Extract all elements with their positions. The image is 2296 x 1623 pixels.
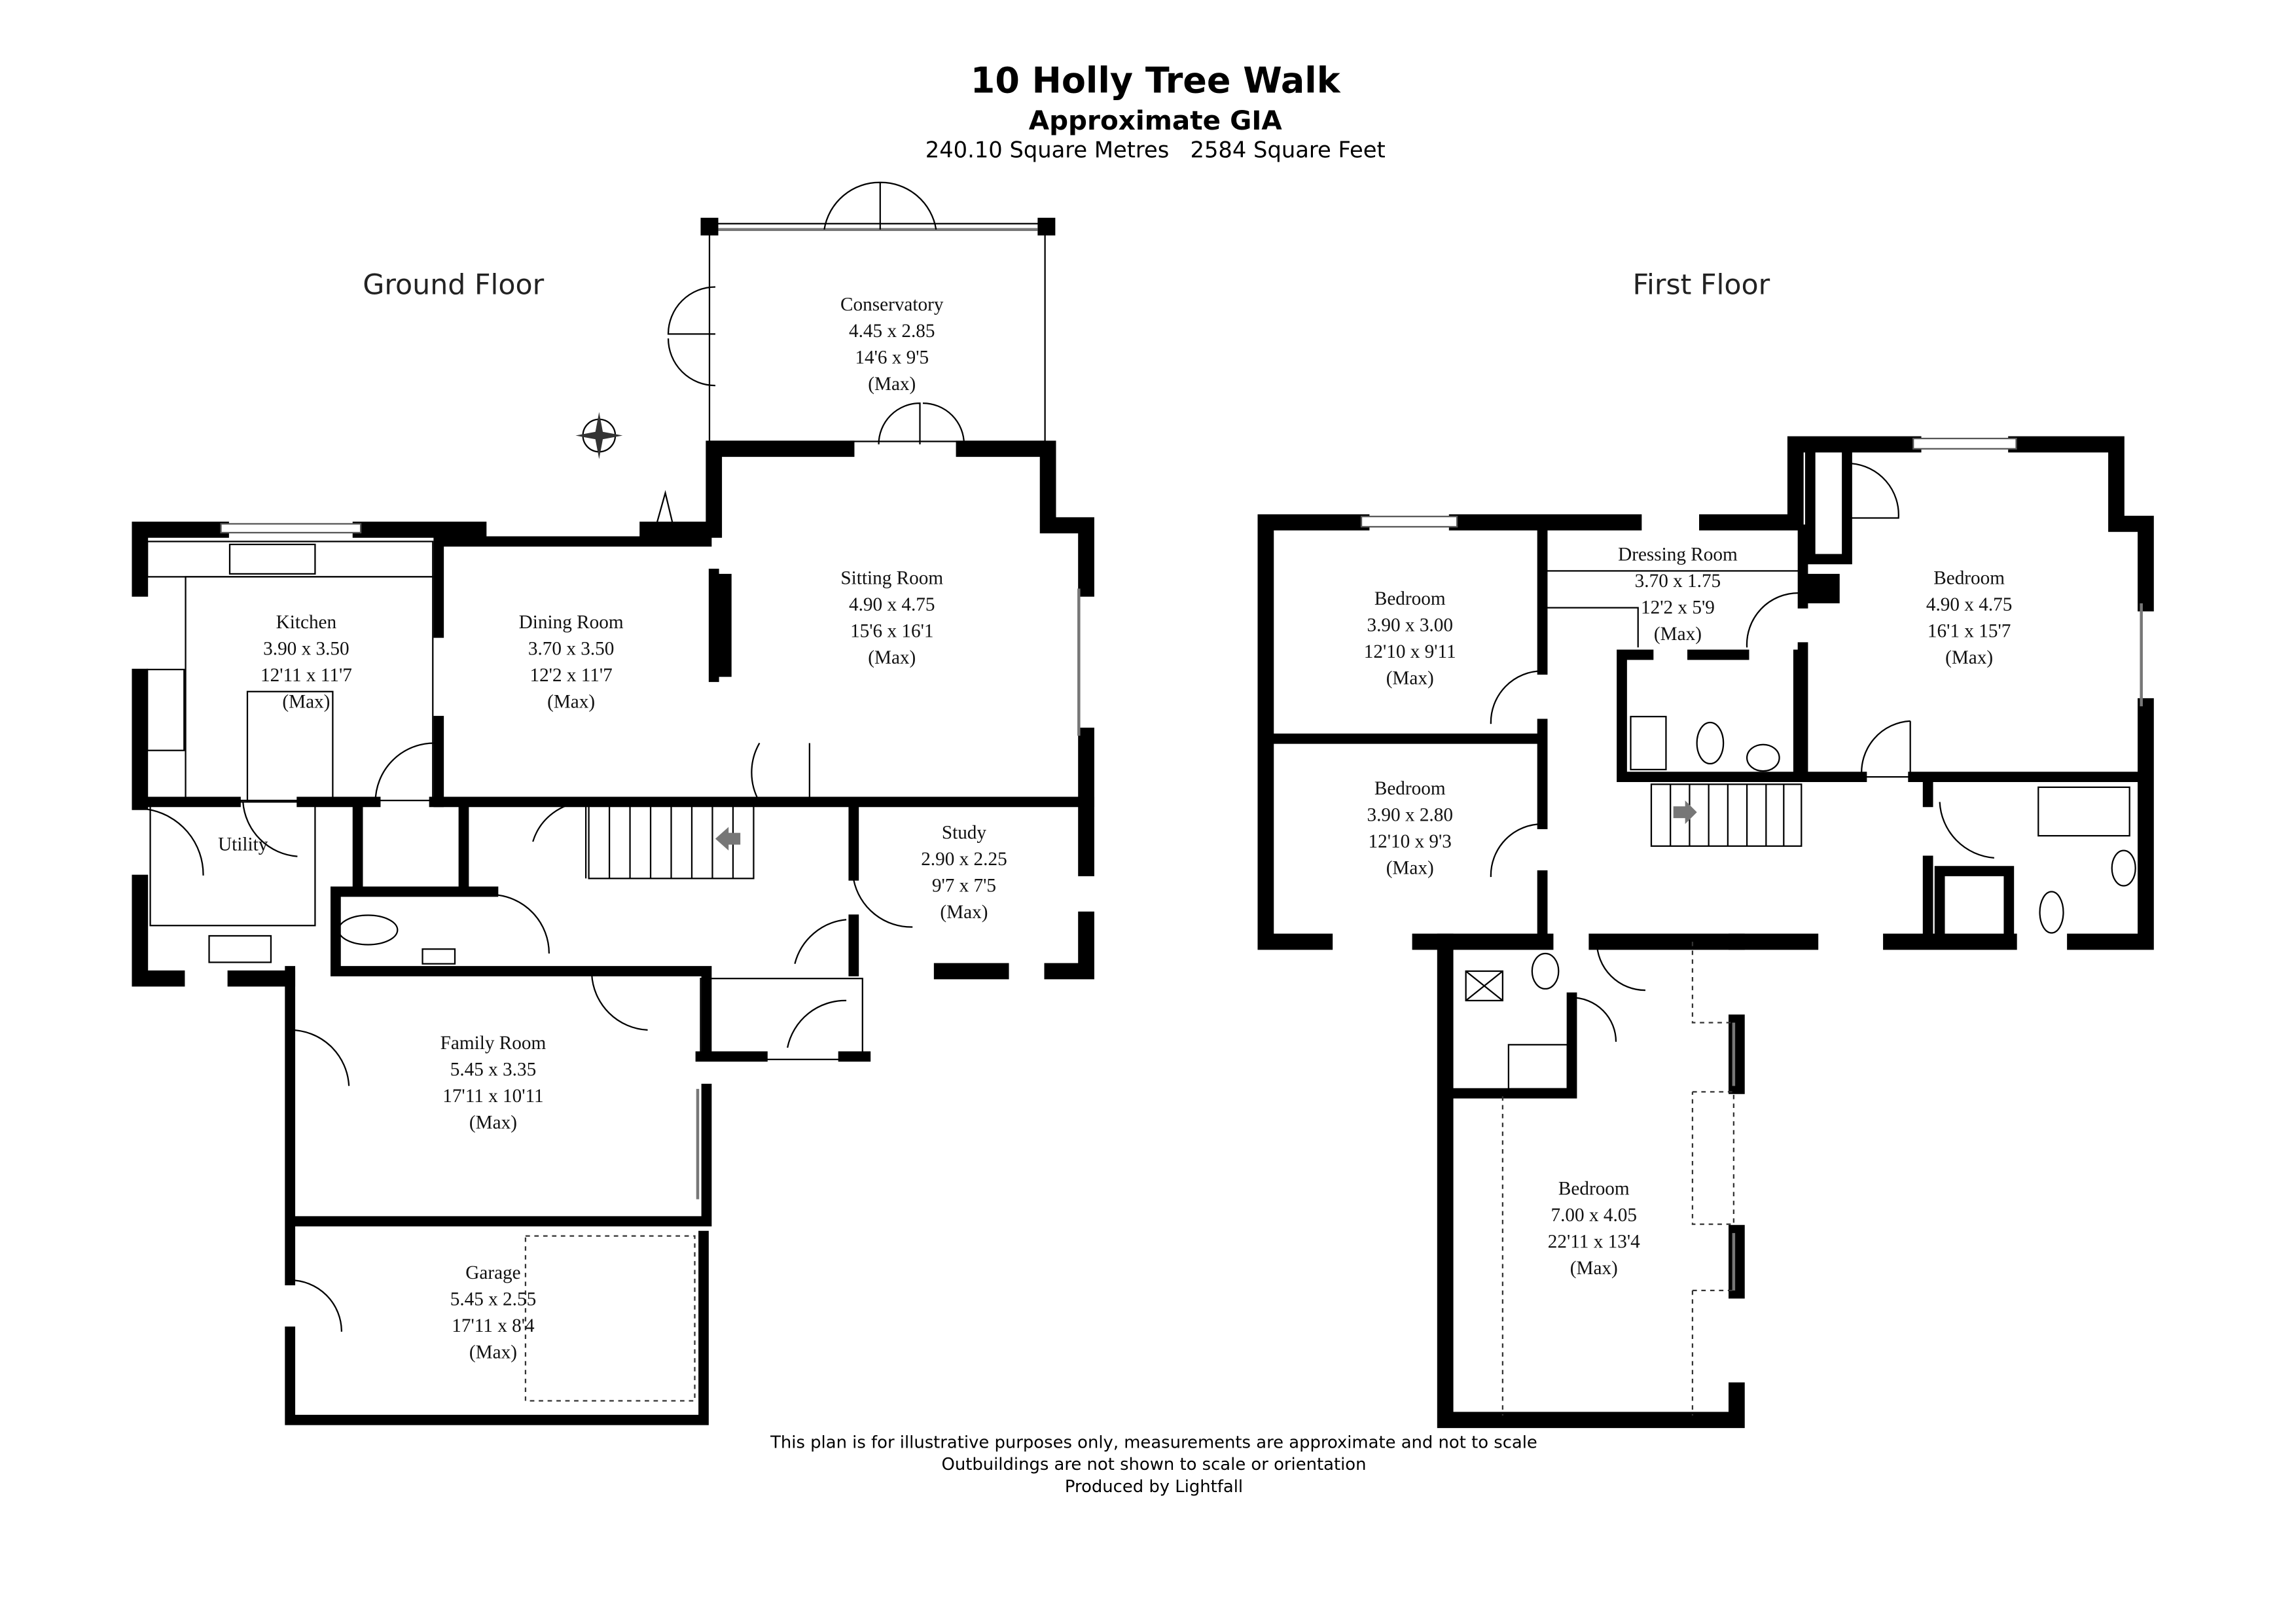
room-bedroom-3: Bedroom 4.90 x 4.75 16'1 x 15'7 (Max) [1926, 568, 2012, 668]
svg-text:(Max): (Max) [1945, 647, 1993, 668]
first-floor-label: First Floor [1633, 269, 1770, 302]
svg-text:Conservatory: Conservatory [840, 294, 944, 315]
plan-title: 10 Holly Tree Walk [971, 60, 1341, 101]
svg-text:7.00 x 4.05: 7.00 x 4.05 [1551, 1205, 1637, 1226]
room-bedroom-4: Bedroom 7.00 x 4.05 22'11 x 13'4 (Max) [1548, 1179, 1640, 1279]
svg-text:Dressing Room: Dressing Room [1618, 544, 1738, 565]
room-study: Study 2.90 x 2.25 9'7 x 7'5 (Max) [921, 823, 1007, 923]
svg-text:17'11 x 8'4: 17'11 x 8'4 [452, 1315, 535, 1336]
svg-text:(Max): (Max) [868, 374, 916, 395]
svg-text:Bedroom: Bedroom [1374, 588, 1446, 609]
svg-text:12'2 x 11'7: 12'2 x 11'7 [529, 665, 612, 686]
ground-floor-plan [132, 181, 1094, 1425]
first-floor-plan [1257, 436, 2154, 1429]
svg-text:Utility: Utility [218, 834, 268, 855]
svg-text:(Max): (Max) [282, 691, 330, 712]
ground-stairs [588, 804, 755, 880]
svg-text:3.90 x 2.80: 3.90 x 2.80 [1367, 805, 1452, 826]
svg-text:(Max): (Max) [469, 1113, 517, 1133]
room-family: Family Room 5.45 x 3.35 17'11 x 10'11 (M… [440, 1033, 547, 1133]
svg-text:Garage: Garage [465, 1262, 520, 1283]
svg-text:22'11 x 13'4: 22'11 x 13'4 [1548, 1232, 1640, 1253]
svg-text:(Max): (Max) [1654, 624, 1702, 645]
producer-credit: Produced by Lightfall [1065, 1477, 1243, 1497]
svg-text:12'11 x 11'7: 12'11 x 11'7 [260, 665, 352, 686]
stairs-arrow-icon [715, 827, 741, 851]
svg-text:(Max): (Max) [1386, 668, 1434, 689]
svg-text:2.90 x 2.25: 2.90 x 2.25 [921, 849, 1007, 870]
room-garage: Garage 5.45 x 2.55 17'11 x 8'4 (Max) [450, 1262, 536, 1363]
svg-text:4.90 x 4.75: 4.90 x 4.75 [849, 594, 935, 615]
svg-text:9'7 x 7'5: 9'7 x 7'5 [932, 876, 996, 897]
room-bedroom-1: Bedroom 3.90 x 3.00 12'10 x 9'11 (Max) [1364, 588, 1456, 688]
compass-icon [575, 412, 623, 459]
ground-floor-label: Ground Floor [363, 269, 544, 302]
outbuildings-note: Outbuildings are not shown to scale or o… [942, 1455, 1367, 1474]
svg-text:Bedroom: Bedroom [1933, 568, 2005, 589]
svg-text:(Max): (Max) [469, 1342, 517, 1363]
svg-text:12'2 x 5'9: 12'2 x 5'9 [1641, 597, 1715, 618]
svg-text:(Max): (Max) [1570, 1258, 1618, 1279]
room-utility: Utility [218, 834, 268, 855]
svg-text:12'10 x 9'11: 12'10 x 9'11 [1364, 641, 1456, 662]
svg-text:3.70 x 1.75: 3.70 x 1.75 [1635, 571, 1721, 592]
svg-text:Sitting Room: Sitting Room [840, 568, 943, 589]
svg-text:Family Room: Family Room [440, 1033, 547, 1054]
svg-text:3.90 x 3.00: 3.90 x 3.00 [1367, 615, 1452, 636]
svg-text:16'1 x 15'7: 16'1 x 15'7 [1928, 621, 2011, 642]
svg-text:(Max): (Max) [1386, 858, 1434, 879]
svg-text:14'6 x 9'5: 14'6 x 9'5 [855, 347, 929, 368]
svg-text:12'10 x 9'3: 12'10 x 9'3 [1369, 831, 1452, 852]
svg-text:5.45 x 3.35: 5.45 x 3.35 [450, 1060, 536, 1080]
svg-text:Bedroom: Bedroom [1558, 1179, 1630, 1200]
svg-text:(Max): (Max) [547, 691, 595, 712]
svg-text:(Max): (Max) [868, 647, 916, 668]
svg-text:15'6 x 16'1: 15'6 x 16'1 [850, 621, 933, 642]
room-sitting: Sitting Room 4.90 x 4.75 15'6 x 16'1 (Ma… [840, 568, 943, 668]
room-dining: Dining Room 3.70 x 3.50 12'2 x 11'7 (Max… [519, 612, 624, 712]
stairs-arrow-icon [1673, 800, 1697, 825]
svg-text:Study: Study [942, 823, 987, 844]
svg-text:3.90 x 3.50: 3.90 x 3.50 [263, 639, 349, 660]
svg-text:4.90 x 4.75: 4.90 x 4.75 [1926, 594, 2012, 615]
room-dressing: Dressing Room 3.70 x 1.75 12'2 x 5'9 (Ma… [1618, 544, 1738, 645]
svg-text:17'11 x 10'11: 17'11 x 10'11 [442, 1086, 543, 1107]
svg-text:Dining Room: Dining Room [519, 612, 624, 633]
plan-area: 240.10 Square Metres 2584 Square Feet [925, 137, 1386, 163]
svg-text:3.70 x 3.50: 3.70 x 3.50 [528, 639, 614, 660]
room-kitchen: Kitchen 3.90 x 3.50 12'11 x 11'7 (Max) [260, 612, 352, 712]
plan-subtitle: Approximate GIA [1029, 105, 1283, 136]
room-conservatory: Conservatory 4.45 x 2.85 14'6 x 9'5 (Max… [840, 294, 944, 394]
svg-text:Bedroom: Bedroom [1374, 778, 1446, 799]
svg-text:4.45 x 2.85: 4.45 x 2.85 [849, 321, 935, 342]
svg-text:Kitchen: Kitchen [276, 612, 337, 633]
svg-text:(Max): (Max) [940, 902, 988, 923]
first-stairs [1650, 783, 1803, 847]
svg-text:5.45 x 2.55: 5.45 x 2.55 [450, 1289, 536, 1310]
room-bedroom-2: Bedroom 3.90 x 2.80 12'10 x 9'3 (Max) [1367, 778, 1452, 878]
disclaimer-text: This plan is for illustrative purposes o… [770, 1433, 1537, 1452]
